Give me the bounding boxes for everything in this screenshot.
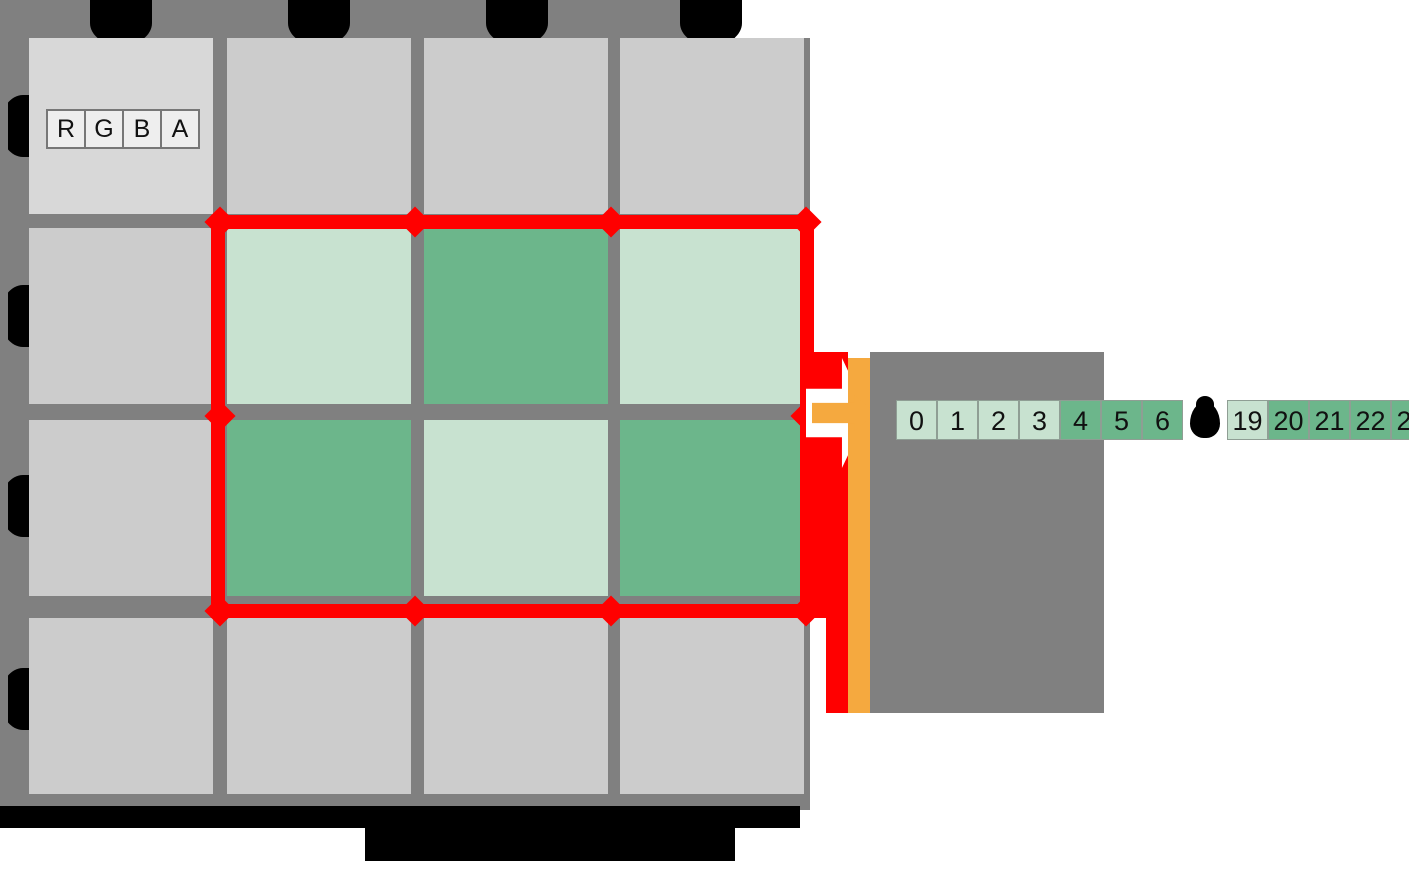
array-cell-19[interactable]: 19: [1227, 400, 1268, 440]
array-cell-21[interactable]: 21: [1309, 400, 1350, 440]
channel-label-a: A: [171, 115, 189, 143]
selection-border-bottom[interactable]: [211, 604, 814, 618]
grid-cell-r2c0[interactable]: [29, 420, 213, 596]
channel-label-b: B: [124, 111, 162, 147]
channel-label-r: R: [48, 111, 86, 147]
selection-tail: [826, 604, 848, 713]
grid-cell-r2c2[interactable]: [424, 420, 608, 596]
array-ellipsis-icon: [1183, 396, 1227, 440]
array-cell-0[interactable]: 0: [896, 400, 937, 440]
rgba-channel-table: R G B A: [46, 109, 200, 149]
grid-cell-r0c1[interactable]: [227, 38, 411, 214]
mapping-arrow-stem: [848, 358, 870, 713]
bottom-crop-bar: [0, 806, 800, 828]
grid-cell-r2c1[interactable]: [227, 420, 411, 596]
array-cell-20[interactable]: 20: [1268, 400, 1309, 440]
array-cell-23[interactable]: 23: [1391, 400, 1409, 440]
grid-cell-r1c3[interactable]: [620, 228, 804, 404]
grid-cell-r1c0[interactable]: [29, 228, 213, 404]
grid-cell-r3c3[interactable]: [620, 618, 804, 794]
grid-cell-r3c0[interactable]: [29, 618, 213, 794]
flat-array-strip: 0 1 2 3 4 5 6 19 20 21 22 23: [896, 396, 1409, 440]
grid-left-edge: [0, 38, 8, 810]
grid-cell-r1c1[interactable]: [227, 228, 411, 404]
grid-cell-r3c2[interactable]: [424, 618, 608, 794]
bottom-crop-bar-secondary: [365, 828, 735, 861]
array-cell-22[interactable]: 22: [1350, 400, 1391, 440]
grid-cell-r0c3[interactable]: [620, 38, 804, 214]
array-cell-2[interactable]: 2: [978, 400, 1019, 440]
grid-cell-r0c2[interactable]: [424, 38, 608, 214]
channel-label-g: G: [86, 111, 124, 147]
grid-cell-r2c3[interactable]: [620, 420, 804, 596]
selection-border-top[interactable]: [211, 215, 814, 229]
array-cell-3[interactable]: 3: [1019, 400, 1060, 440]
grid-cell-r3c1[interactable]: [227, 618, 411, 794]
array-cell-5[interactable]: 5: [1101, 400, 1142, 440]
array-cell-4[interactable]: 4: [1060, 400, 1101, 440]
array-cell-6[interactable]: 6: [1142, 400, 1183, 440]
array-cell-1[interactable]: 1: [937, 400, 978, 440]
grid-cell-r1c2[interactable]: [424, 228, 608, 404]
